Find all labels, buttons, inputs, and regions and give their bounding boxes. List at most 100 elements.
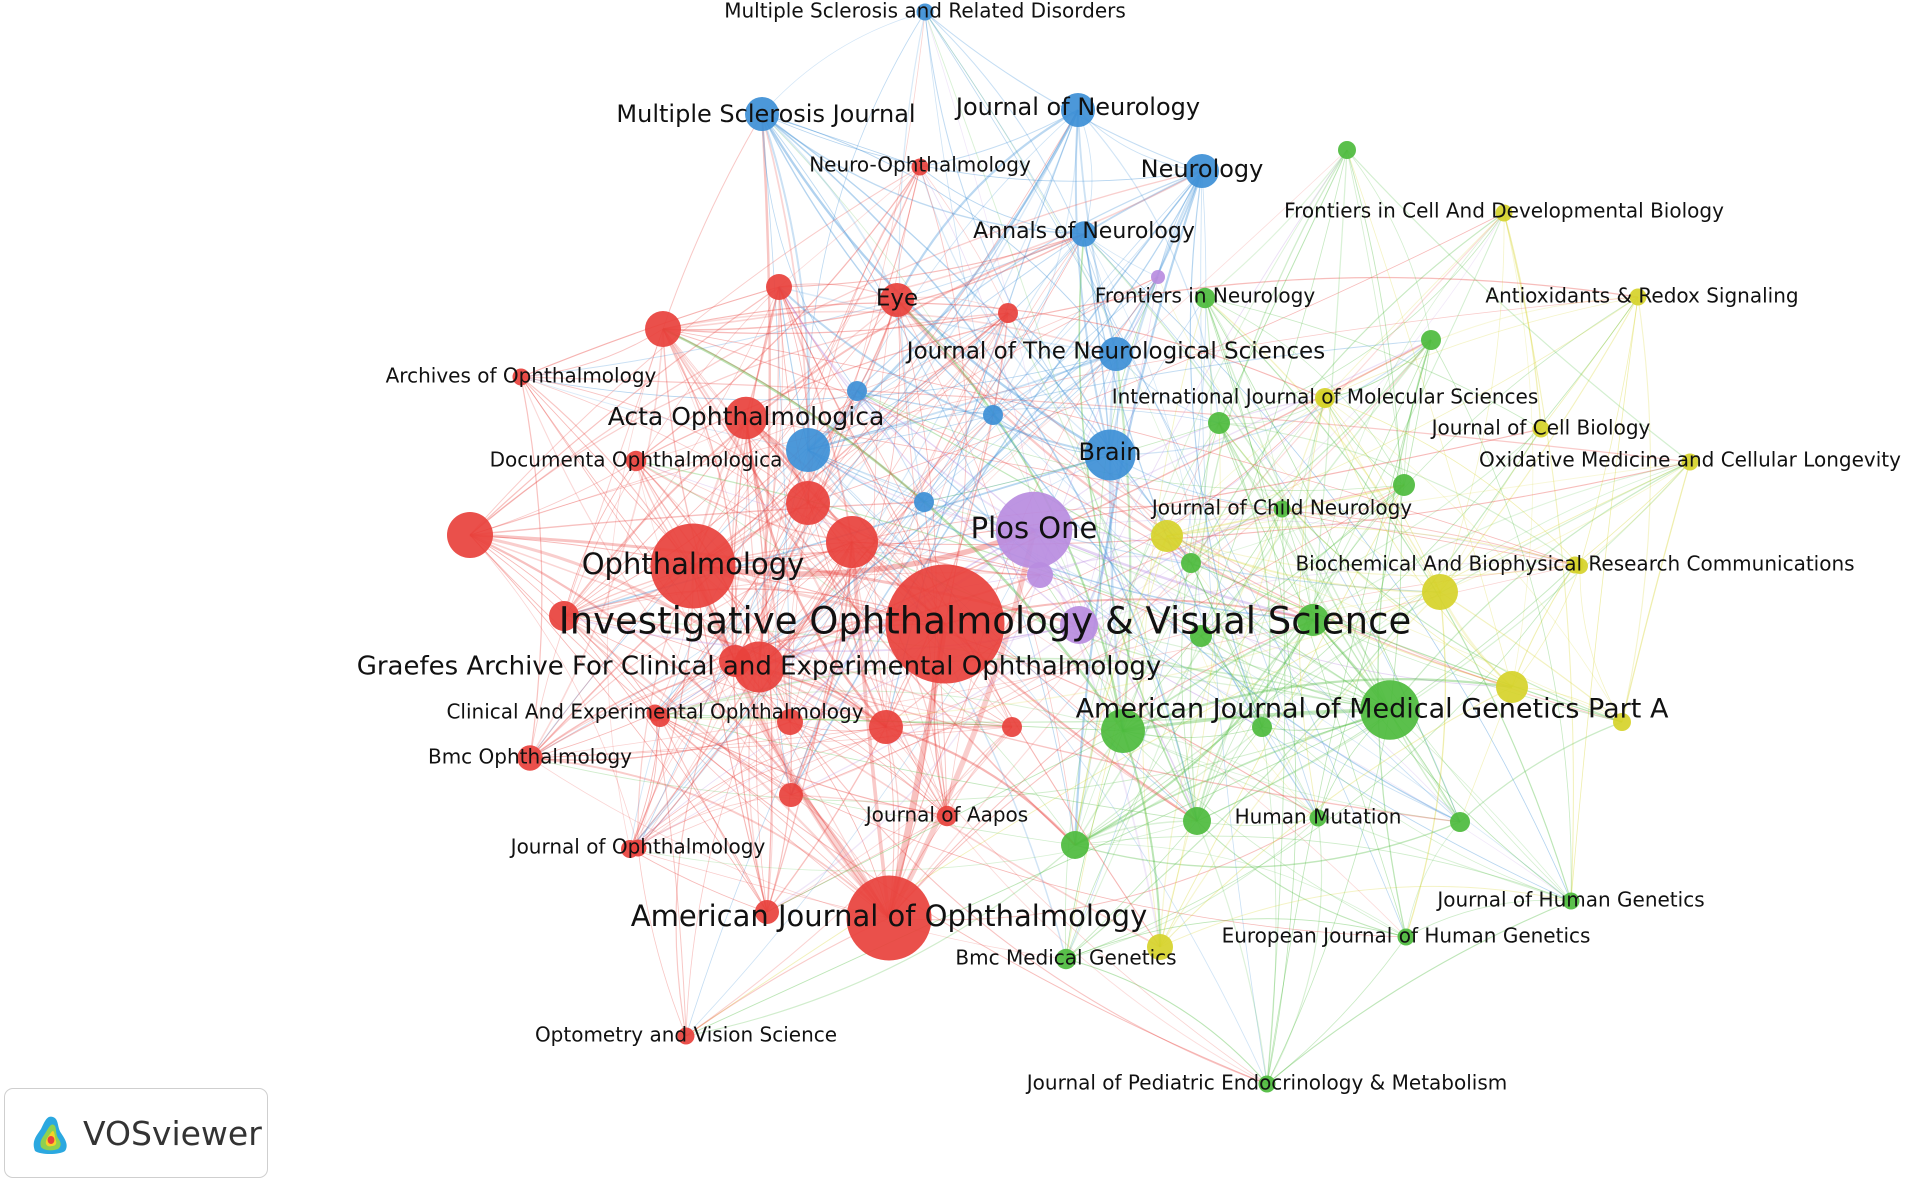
label-jhg[interactable]: Journal of Human Genetics [1435,888,1704,912]
label-ars[interactable]: Antioxidants & Redox Signaling [1485,284,1798,308]
node-unlabeled[interactable] [1393,474,1415,496]
node-unlabeled[interactable] [826,516,878,568]
node-unlabeled[interactable] [1101,709,1145,753]
node-unlabeled[interactable] [777,709,803,735]
node-unlabeled[interactable] [1208,412,1230,434]
node-bbrc[interactable] [1566,556,1584,574]
node-archophth[interactable] [512,368,530,386]
node-unlabeled[interactable] [549,601,579,631]
node-unlabeled[interactable] [621,840,639,858]
node-unlabeled[interactable] [869,710,903,744]
node-msrd[interactable] [916,3,934,21]
label-ijms[interactable]: International Journal of Molecular Scien… [1112,385,1539,409]
label-msrd[interactable]: Multiple Sclerosis and Related Disorders [724,0,1126,23]
node-unlabeled[interactable] [1496,671,1528,703]
node-unlabeled[interactable] [847,381,867,401]
node-unlabeled[interactable] [1450,812,1470,832]
label-eye[interactable]: Eye [876,286,918,312]
node-unlabeled[interactable] [1183,807,1211,835]
node-unlabeled[interactable] [786,481,830,525]
node-jns[interactable] [1099,337,1133,371]
node-ejhg[interactable] [1397,928,1415,946]
node-unlabeled[interactable] [1338,141,1356,159]
label-ceo[interactable]: Clinical And Experimental Ophthalmology [446,700,863,724]
node-docophth[interactable] [625,450,647,472]
label-ejhg[interactable]: European Journal of Human Genetics [1222,924,1591,948]
node-iovs[interactable] [885,564,1005,684]
node-unlabeled[interactable] [1147,934,1173,960]
node-ovs[interactable] [677,1027,695,1045]
label-fcdb[interactable]: Frontiers in Cell And Developmental Biol… [1284,199,1724,223]
node-unlabeled[interactable] [914,492,934,512]
node-unlabeled[interactable] [1252,717,1272,737]
node-eye[interactable] [880,283,914,317]
label-graefes[interactable]: Graefes Archive For Clinical and Experim… [357,652,1162,682]
node-jcn[interactable] [1273,500,1291,518]
label-annneurol[interactable]: Annals of Neurology [973,219,1195,244]
label-jophth[interactable]: Journal of Ophthalmology [509,835,766,859]
node-brain[interactable] [1084,429,1136,481]
node-plosone[interactable] [995,491,1073,569]
node-ars[interactable] [1629,288,1647,306]
node-unlabeled[interactable] [1421,330,1441,350]
label-ovs[interactable]: Optometry and Vision Science [535,1023,837,1047]
label-jcn[interactable]: Journal of Child Neurology [1150,496,1412,520]
node-unlabeled[interactable] [983,405,1003,425]
label-actaophth[interactable]: Acta Ophthalmologica [608,402,885,431]
node-unlabeled[interactable] [1315,388,1335,408]
node-unlabeled[interactable] [1190,625,1212,647]
node-ophthalmology[interactable] [650,523,736,609]
node-frontneurol[interactable] [1194,287,1216,309]
node-unlabeled[interactable] [1027,562,1053,588]
node-ajmga[interactable] [1360,680,1420,740]
node-unlabeled[interactable] [645,311,681,347]
node-unlabeled[interactable] [766,274,792,300]
label-msj[interactable]: Multiple Sclerosis Journal [616,100,915,128]
node-jcb[interactable] [1532,420,1550,438]
label-frontneurol[interactable]: Frontiers in Neurology [1095,284,1315,308]
node-unlabeled[interactable] [786,428,830,472]
label-docophth[interactable]: Documenta Ophthalmologica [490,448,783,472]
node-unlabeled[interactable] [755,900,779,924]
node-unlabeled[interactable] [998,303,1018,323]
node-annneurol[interactable] [1071,221,1097,247]
node-jaapos[interactable] [936,805,958,827]
label-jns[interactable]: Journal of The Neurological Sciences [905,339,1325,365]
node-unlabeled[interactable] [1613,713,1631,731]
label-bbrc[interactable]: Biochemical And Biophysical Research Com… [1295,552,1854,576]
label-neurology[interactable]: Neurology [1141,155,1264,183]
node-unlabeled[interactable] [447,512,493,558]
label-jpem[interactable]: Journal of Pediatric Endocrinology & Met… [1025,1071,1507,1095]
node-msj[interactable] [745,97,779,131]
node-graefes[interactable] [733,641,785,693]
node-unlabeled[interactable] [1181,553,1201,573]
node-neurology[interactable] [1185,154,1219,188]
node-humut[interactable] [1309,809,1327,827]
node-unlabeled[interactable] [1422,574,1458,610]
node-unlabeled[interactable] [1151,270,1165,284]
node-unlabeled[interactable] [779,783,803,807]
node-neuroophth[interactable] [911,158,929,176]
label-omcl[interactable]: Oxidative Medicine and Cellular Longevit… [1479,448,1901,472]
label-brain[interactable]: Brain [1079,438,1142,466]
node-actaophth[interactable] [724,396,768,440]
node-unlabeled[interactable] [1297,604,1329,636]
node-bmcophth[interactable] [517,745,543,771]
node-jneurol[interactable] [1061,93,1095,127]
node-unlabeled[interactable] [1060,606,1098,644]
label-bmcmg[interactable]: Bmc Medical Genetics [955,946,1176,970]
node-unlabeled[interactable] [1151,520,1183,552]
node-bmcmg[interactable] [1055,948,1077,970]
label-plosone[interactable]: Plos One [971,511,1098,545]
label-neuroophth[interactable]: Neuro-Ophthalmology [809,153,1031,177]
label-ajo[interactable]: American Journal of Ophthalmology [631,899,1147,933]
label-jaapos[interactable]: Journal of Aapos [864,803,1028,827]
node-omcl[interactable] [1681,453,1699,471]
label-ophthalmology[interactable]: Ophthalmology [582,547,805,581]
label-archophth[interactable]: Archives of Ophthalmology [386,364,657,388]
label-iovs[interactable]: Investigative Ophthalmology & Visual Sci… [559,600,1411,643]
label-jneurol[interactable]: Journal of Neurology [954,93,1200,121]
label-humut[interactable]: Human Mutation [1235,805,1402,829]
node-fcdb[interactable] [1495,204,1513,222]
